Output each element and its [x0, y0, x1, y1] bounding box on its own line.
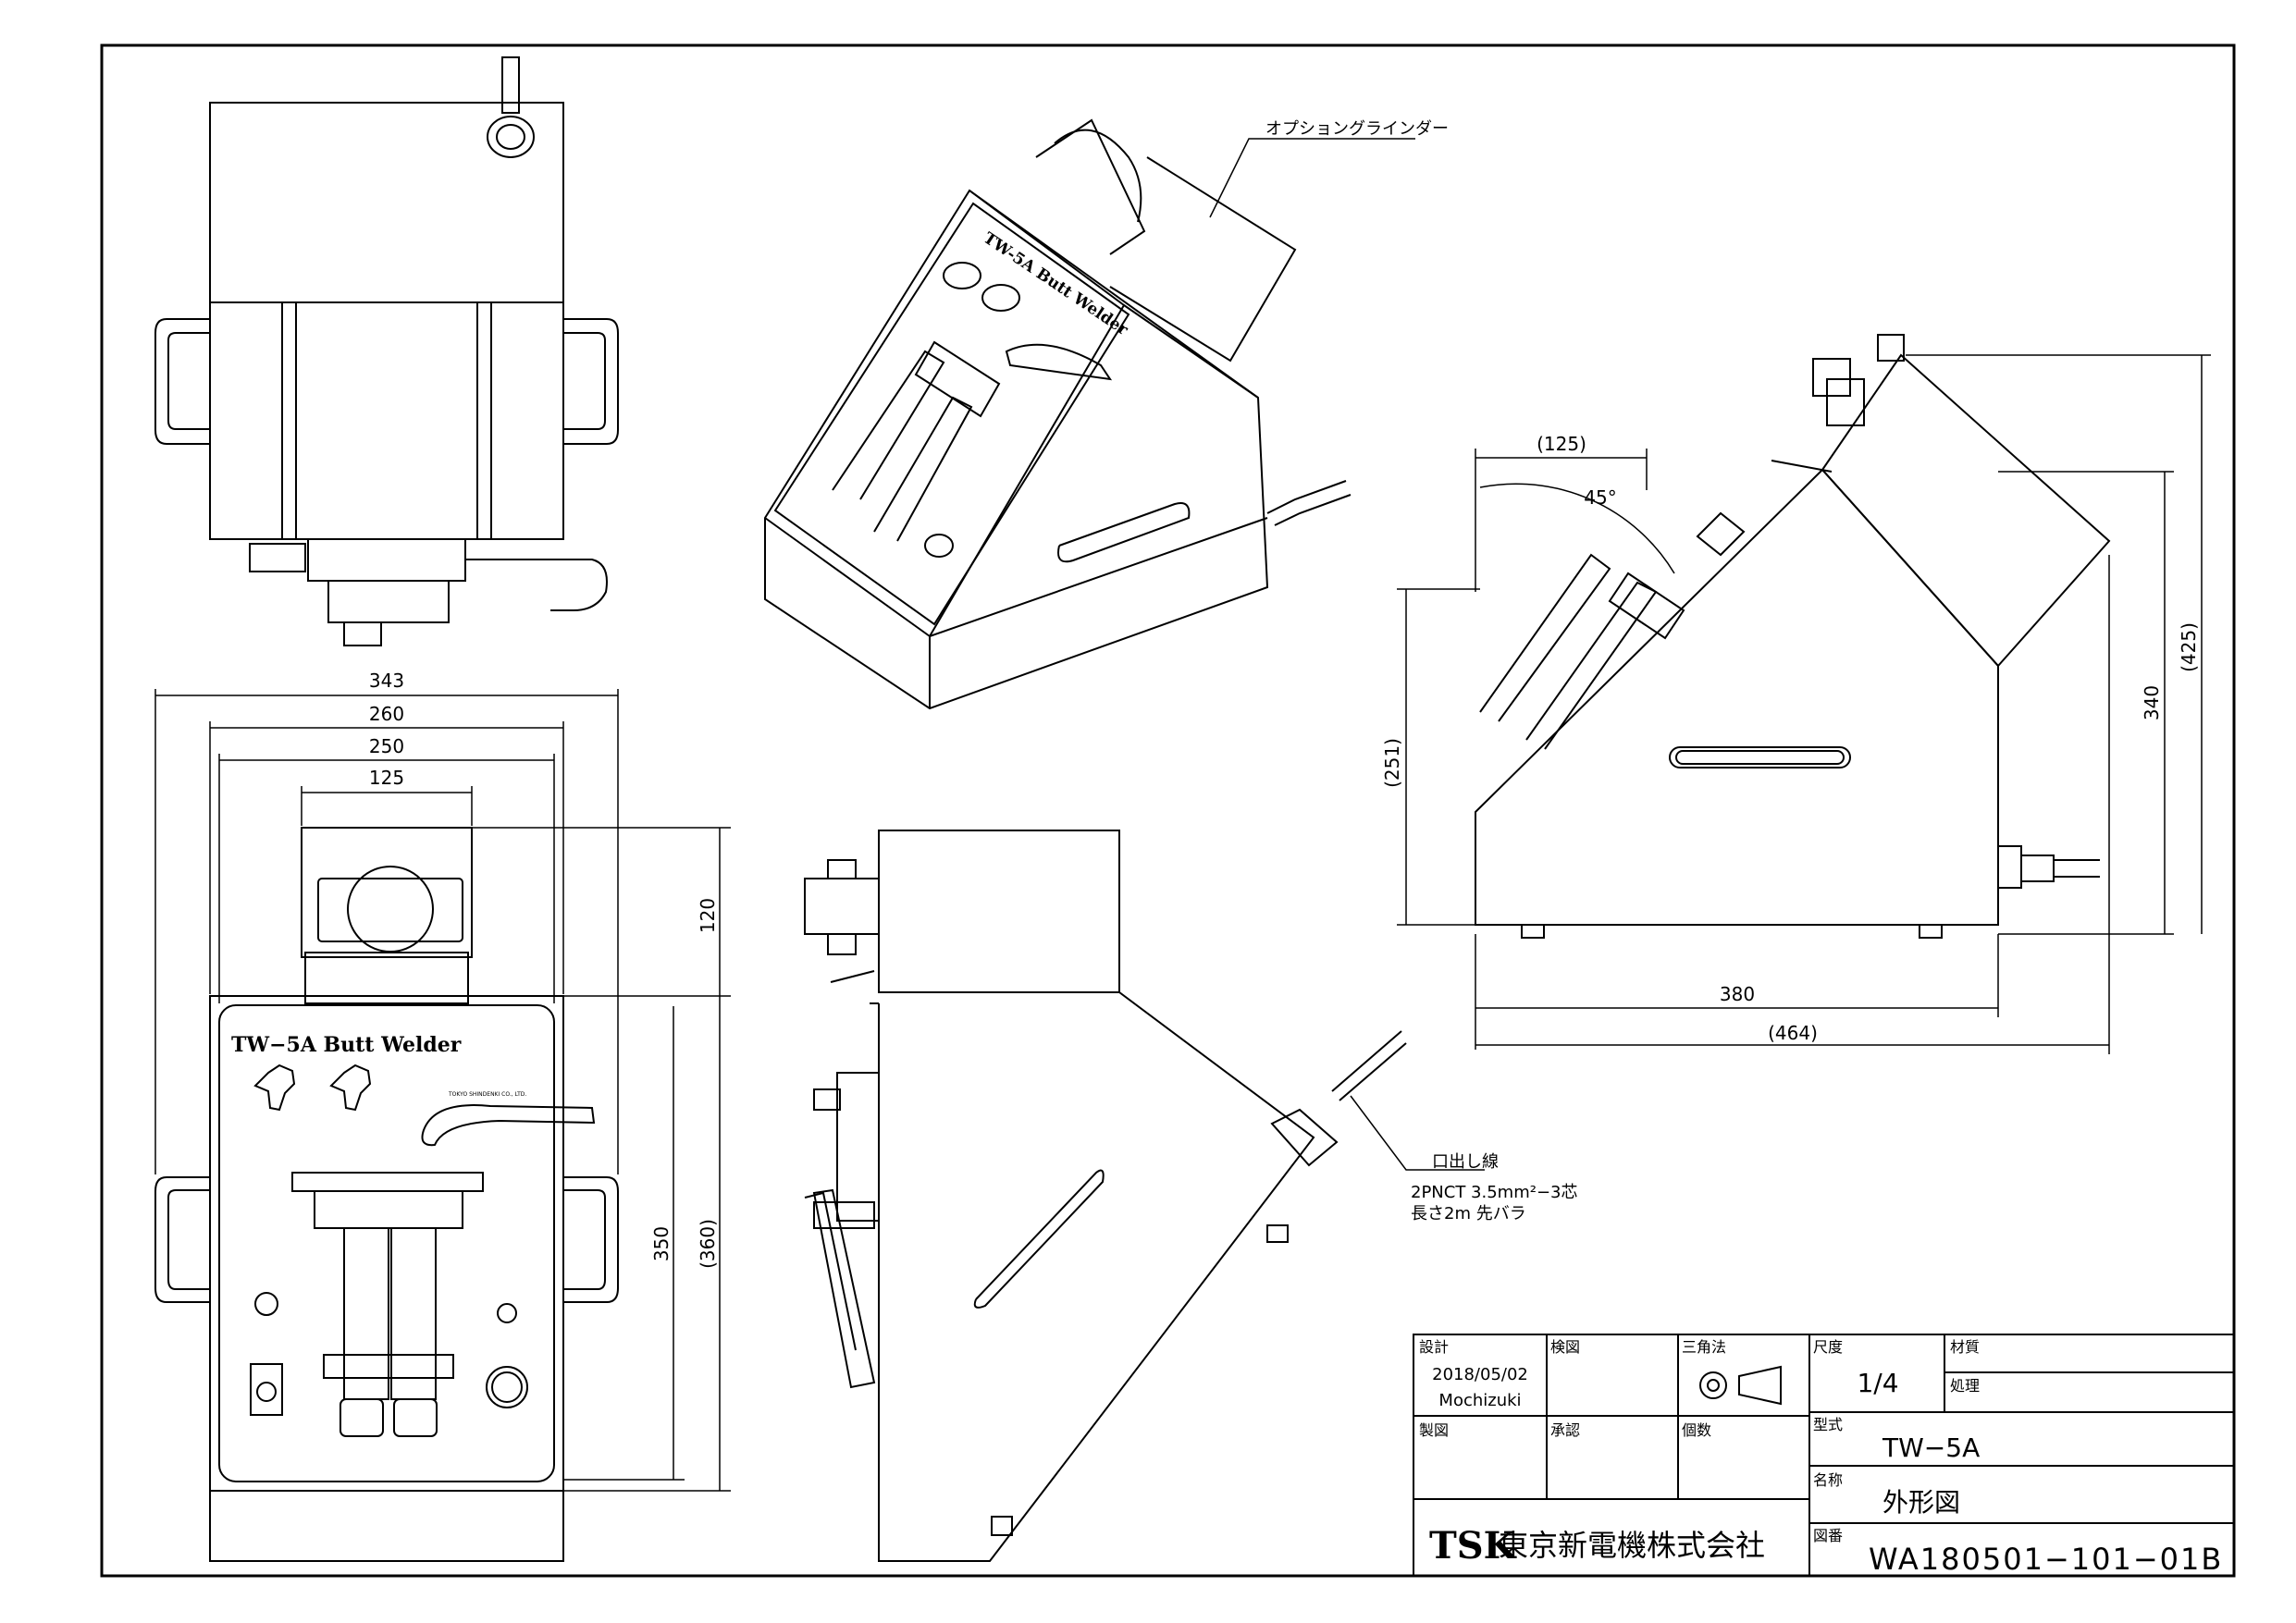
side-view-right	[1475, 334, 2111, 939]
dimension-lines	[154, 138, 2211, 1492]
drawing-number-value: WA180501−101−01B	[1869, 1542, 2223, 1577]
company-logo: TSK	[1429, 1524, 1517, 1568]
projection-label: 三角法	[1682, 1338, 1726, 1356]
sheet-border	[100, 43, 2236, 1578]
title-block	[1413, 1334, 2235, 1577]
dim-360-ref: (360)	[697, 1219, 719, 1269]
design-date: 2018/05/02	[1432, 1365, 1528, 1384]
dim-464-ref: (464)	[1768, 1022, 1818, 1044]
cable-label: 口出し線	[1432, 1152, 1499, 1172]
dim-120: 120	[697, 898, 719, 933]
quantity-label: 個数	[1682, 1421, 1711, 1439]
dim-340: 340	[2141, 685, 2163, 720]
model-label: 型式	[1813, 1416, 1843, 1433]
treatment-label: 処理	[1950, 1377, 1980, 1395]
design-label: 設計	[1419, 1338, 1449, 1356]
drawing-number-label: 図番	[1813, 1527, 1843, 1544]
dimension-text: 343 260 250 125 120 350 (360) (125) 45° …	[369, 433, 2200, 1269]
designer-name: Mochizuki	[1438, 1391, 1521, 1410]
dim-260: 260	[369, 703, 404, 725]
dim-425-ref: (425)	[2178, 622, 2200, 672]
dim-380: 380	[1720, 983, 1755, 1005]
dim-251-ref: (251)	[1381, 738, 1403, 788]
cable-spec-line-1: 2PNCT 3.5mm²−3芯	[1411, 1183, 1578, 1202]
front-maker-plate: TOKYO SHINDENKI CO., LTD.	[448, 1091, 526, 1098]
option-grinder-note: オプショングラインダー	[1265, 119, 1449, 139]
approval-label: 承認	[1550, 1421, 1580, 1439]
top-view	[154, 56, 619, 646]
scale-label: 尺度	[1813, 1338, 1843, 1356]
iso-view	[764, 118, 1352, 710]
annotations: オプショングラインダー 口出し線 2PNCT 3.5mm²−3芯 長さ2m 先バ…	[231, 119, 1578, 1223]
check-label: 検図	[1550, 1338, 1580, 1356]
dim-125: 125	[369, 767, 404, 789]
dim-angle-45: 45°	[1584, 486, 1616, 509]
name-label: 名称	[1813, 1471, 1843, 1489]
front-view	[154, 827, 619, 1562]
dim-125-ref: (125)	[1537, 433, 1586, 455]
side-view-bottom	[804, 830, 1407, 1562]
company-name: 東京新電機株式会社	[1499, 1528, 1765, 1563]
cable-spec-line-2: 長さ2m 先バラ	[1411, 1204, 1526, 1223]
title-block-text: 設計 2018/05/02 Mochizuki 検図 三角法 尺度 1/4 材質…	[1419, 1338, 2223, 1577]
drafting-label: 製図	[1419, 1421, 1449, 1439]
dim-350: 350	[650, 1226, 673, 1261]
dim-343: 343	[369, 670, 404, 692]
dim-250: 250	[369, 735, 404, 757]
front-panel-title: TW−5A Butt Welder	[231, 1033, 462, 1057]
model-value: TW−5A	[1882, 1432, 1980, 1463]
material-label: 材質	[1950, 1338, 1980, 1356]
scale-value: 1/4	[1857, 1368, 1898, 1398]
name-value: 外形図	[1882, 1487, 1960, 1518]
